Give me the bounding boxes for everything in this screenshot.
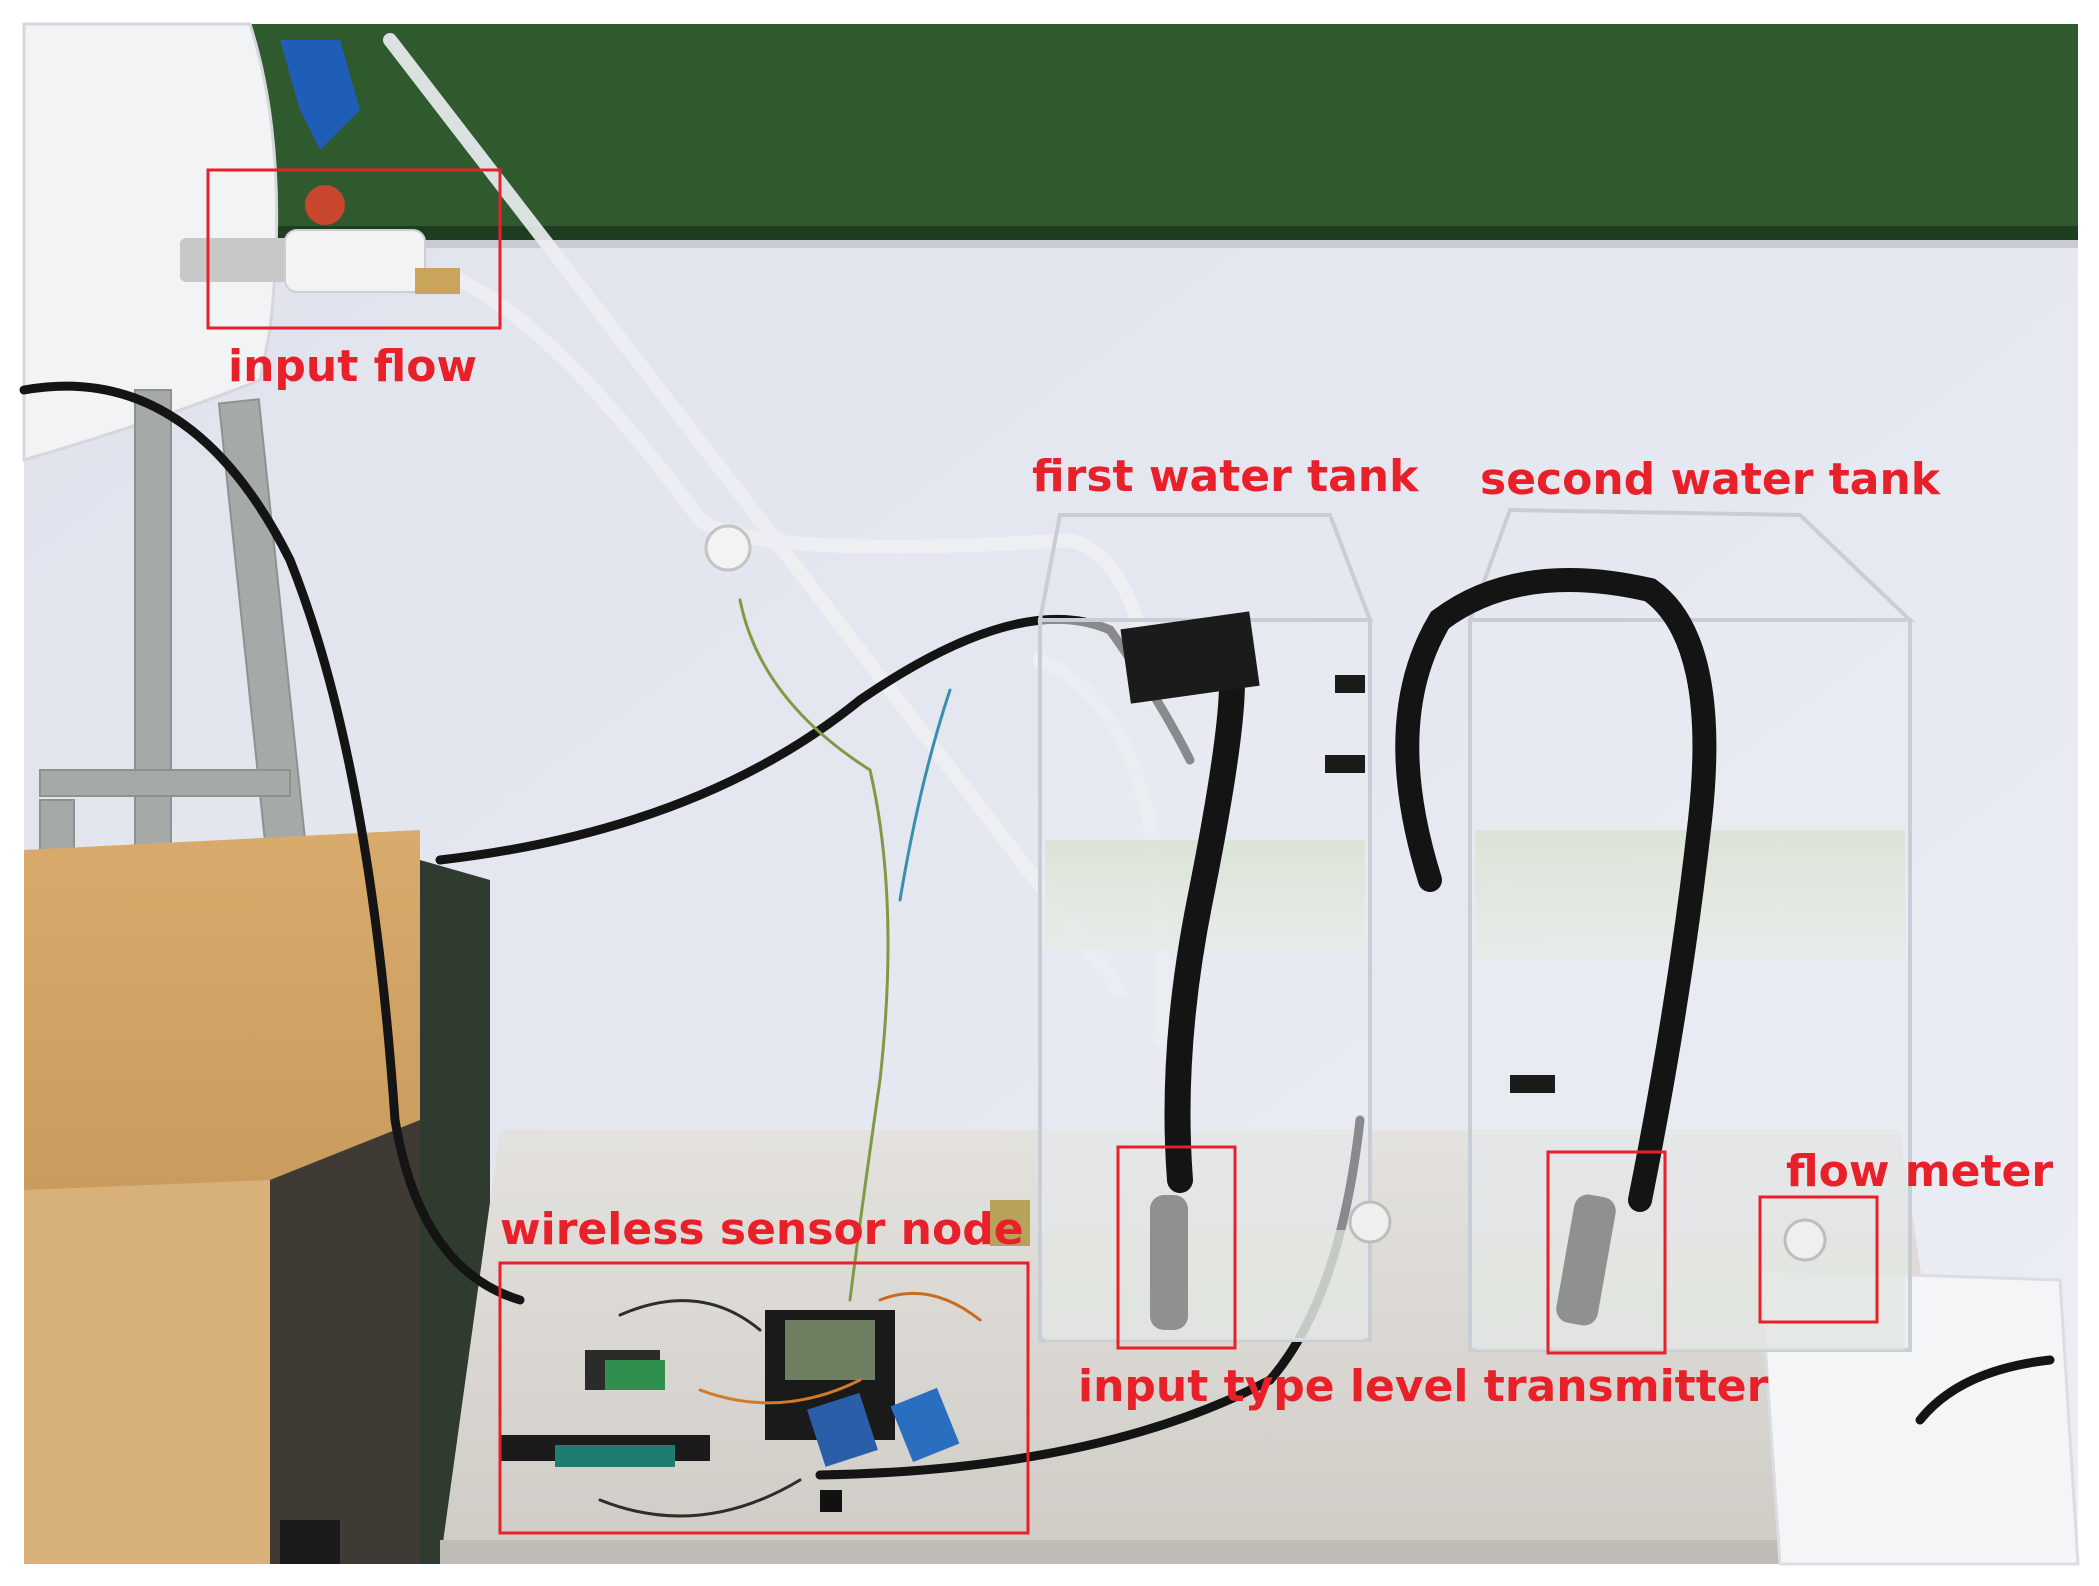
level-transmitter-box-2	[1546, 1150, 1667, 1355]
first-water-tank-body	[1037, 513, 1373, 1342]
second-water-tank-label: second water tank	[1480, 454, 1941, 505]
level-transmitter-2	[1556, 1194, 1616, 1326]
wireless-sensor-node-box	[498, 1261, 1030, 1535]
wireless-sensor-node-label: wireless sensor node	[500, 1204, 1024, 1255]
level-transmitter-box-1	[1116, 1145, 1237, 1350]
input-type-level-transmitter-label: input type level transmitter	[1078, 1361, 1769, 1412]
flow-meter-label: flow meter	[1786, 1146, 2054, 1197]
level-transmitter-1	[1150, 1195, 1188, 1330]
reservoir-tank	[22, 22, 279, 463]
upper-flow-sensor	[704, 524, 752, 572]
flow-meter-box	[1758, 1195, 1879, 1324]
input-flow-label: input flow	[228, 341, 478, 392]
black-cable-right	[1915, 1355, 2055, 1425]
middle-flow-meter	[1348, 1200, 1392, 1244]
input-flow-box	[206, 168, 502, 330]
black-cable-left	[19, 381, 525, 1305]
first-water-tank-label: first water tank	[1032, 451, 1419, 502]
right-flow-meter	[1783, 1218, 1827, 1262]
chalkboard	[250, 24, 2078, 236]
sensor-node-electronics	[500, 1310, 960, 1512]
